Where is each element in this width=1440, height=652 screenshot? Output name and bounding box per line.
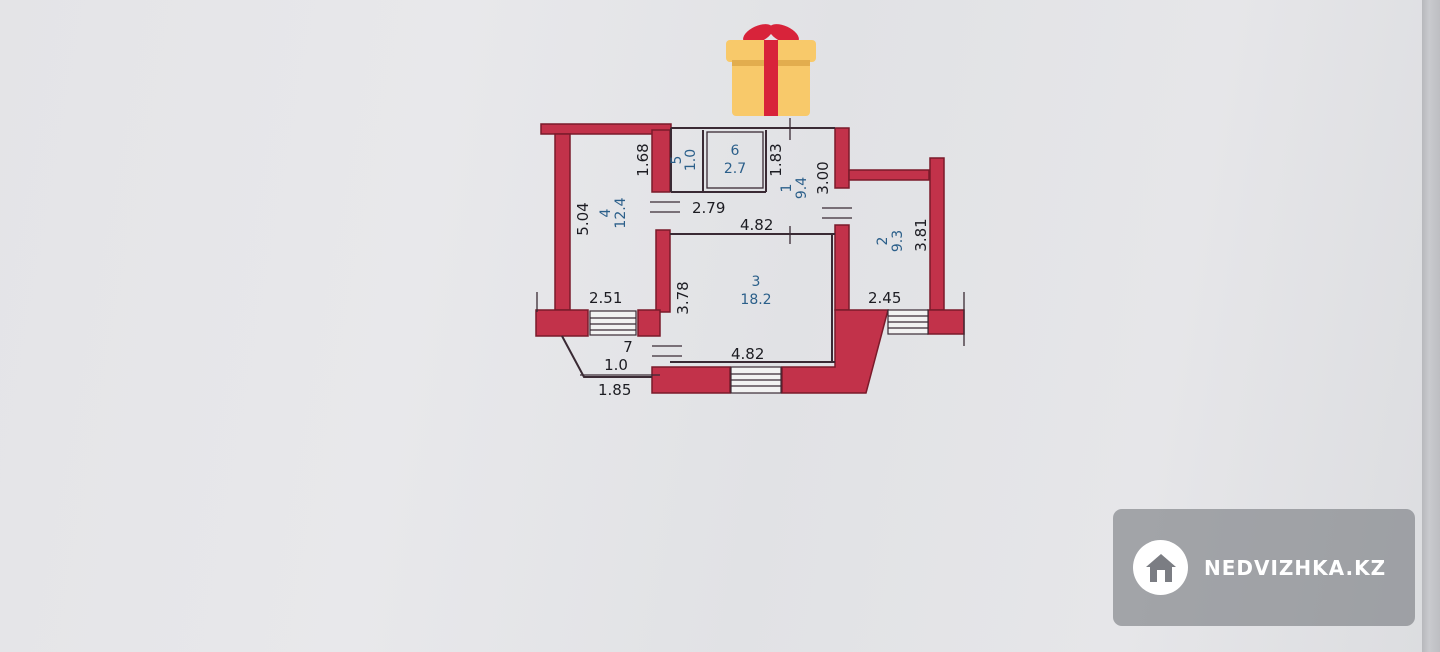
window-room-4	[589, 310, 637, 336]
paper-edge	[1422, 0, 1440, 652]
dimension-labels: 5.04 1.68 2.79 1.83 3.00 4.82 3.81 2.51 …	[574, 143, 930, 399]
room-number: 1	[779, 184, 795, 193]
dim-label: 2.45	[868, 289, 901, 307]
dim-label: 4.82	[740, 216, 773, 234]
dim-label: 3.00	[814, 161, 832, 194]
dim-label: 5.04	[574, 202, 592, 235]
wall-bottom-right	[927, 309, 965, 335]
room-area: 12.4	[613, 197, 629, 228]
wall-left	[554, 133, 571, 311]
dim-label: 2.79	[692, 199, 725, 217]
wall-partition-upper	[651, 129, 671, 193]
room-number: 3	[752, 274, 761, 290]
dim-label: 1.85	[598, 381, 631, 399]
wall-right-upper	[834, 127, 850, 189]
wall-right-lower	[834, 224, 850, 311]
walls	[535, 123, 965, 394]
room-area: 9.3	[890, 230, 906, 252]
room-number: 7	[623, 338, 633, 356]
room-labels: 4 12.4 5 1.0 6 2.7 1 9.4 3 18.2 2 9.3 7 …	[598, 143, 906, 374]
interior-lines	[536, 118, 965, 378]
house-icon	[1133, 540, 1188, 595]
gift-icon[interactable]	[722, 22, 820, 118]
wall-bottom-center	[651, 366, 731, 394]
wall-partition-lower	[655, 229, 671, 313]
room-area: 1.0	[683, 149, 699, 171]
room-number: 2	[875, 237, 891, 246]
watermark-badge: NEDVIZHKA.KZ	[1113, 509, 1415, 626]
room-area: 1.0	[604, 356, 628, 374]
room-area: 2.7	[724, 161, 746, 177]
wall-bottom-left-a	[535, 309, 589, 337]
wall-balcony-top	[848, 169, 930, 181]
room-number: 5	[669, 156, 685, 165]
room-area: 9.4	[794, 177, 810, 199]
watermark-text: NEDVIZHKA.KZ	[1204, 555, 1387, 580]
room-number: 4	[598, 208, 614, 217]
dim-label: 3.81	[912, 218, 930, 251]
dim-label: 1.68	[634, 143, 652, 176]
dim-label: 1.83	[767, 143, 785, 176]
dim-label: 3.78	[674, 281, 692, 314]
dim-label: 2.51	[589, 289, 622, 307]
dim-label: 4.82	[731, 345, 764, 363]
wall-corner-block	[781, 309, 889, 394]
wall-bottom-left-b	[637, 309, 661, 337]
room-number: 6	[731, 143, 740, 159]
room-area: 18.2	[740, 292, 771, 308]
wall-far-right	[929, 157, 945, 311]
windows	[589, 309, 929, 394]
